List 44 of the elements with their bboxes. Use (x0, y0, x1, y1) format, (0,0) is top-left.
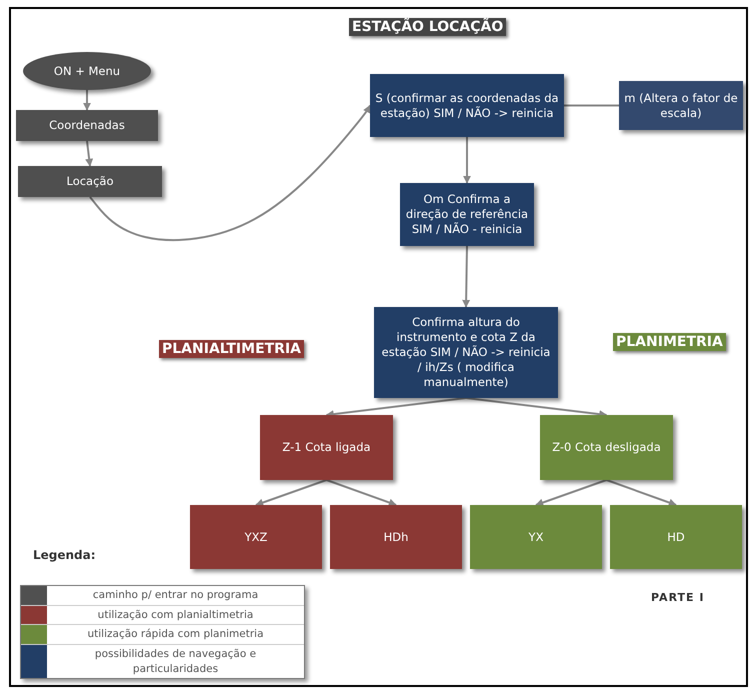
node-text: Coordenadas (49, 118, 125, 133)
arrow (89, 104, 371, 242)
section-label: PLANIMETRIA (613, 333, 726, 351)
arrow (255, 479, 327, 506)
node-text: Z-1 Cota ligada (282, 440, 371, 455)
process-box (190, 505, 322, 569)
process-box (330, 505, 462, 569)
node-text: HDh (384, 530, 408, 544)
node-text: Z-0 Cota desligada (552, 440, 661, 455)
process-box (470, 505, 602, 569)
arrow (606, 479, 677, 506)
arrow (85, 140, 94, 167)
legend-title: Legenda: (33, 548, 96, 562)
legend-text: caminho p/ entrar no programa (92, 588, 260, 603)
legend-text: utilização rápida com planimetria (86, 627, 265, 642)
node-text: S (confirmar as coordenadas da estação) SIM / NÃO -> reinicia (374, 90, 560, 120)
process-box (16, 110, 158, 141)
arrow (83, 90, 91, 111)
start-ellipse (23, 52, 151, 90)
process-box (619, 81, 743, 130)
process-box (374, 307, 558, 398)
arrow (535, 479, 607, 506)
node-text: YXZ (244, 530, 268, 544)
process-box (260, 415, 393, 480)
node-text: Locação (66, 174, 114, 189)
process-box (540, 415, 673, 480)
process-box (610, 505, 742, 569)
node-text: YX (528, 530, 544, 544)
node-text: Confirma altura do instrumento e cota Z da estação SIM / NÃO -> reinicia / ih/Zs ( modifica manualmente) (380, 315, 552, 390)
arrow (463, 137, 471, 184)
legend-text: possibilidades de navegação e particularidades (94, 647, 258, 677)
node-text: ON + Menu (54, 64, 120, 78)
arrow (462, 246, 470, 308)
process-box (370, 74, 564, 137)
node-text: m (Altera o fator de escala) (623, 90, 739, 120)
diagram-title: ESTAÇÃO LOCAÇÃO (349, 18, 506, 36)
node-text: Om Confirma a direção de referência SIM / NÃO - reinicia (404, 192, 530, 237)
legend-text: utilização com planialtimetria (96, 608, 254, 623)
section-label: PLANIALTIMETRIA (159, 340, 304, 358)
page-label: PARTE I (651, 591, 704, 604)
arrow (326, 479, 397, 506)
node-text: HD (667, 530, 685, 544)
process-box (400, 183, 534, 246)
process-box (18, 166, 162, 197)
